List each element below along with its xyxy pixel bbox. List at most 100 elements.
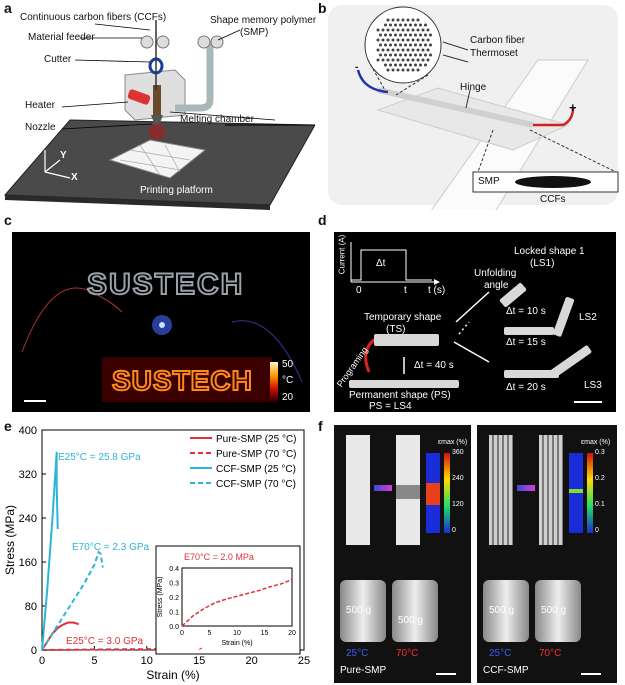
temp-pure-25: 25°C [346, 648, 369, 659]
x-tick-label: 10 [141, 655, 153, 667]
fiber-dot [411, 58, 415, 62]
wire-blue [231, 320, 303, 383]
fiber-dot [409, 53, 412, 57]
arrow-to-ls3 [453, 341, 490, 363]
label-permanent: Permanent shape (PS) [349, 390, 451, 401]
nozzle [151, 115, 163, 128]
fiber-dot [396, 38, 400, 42]
fiber-dot [411, 48, 415, 52]
fiber-dot [404, 63, 407, 67]
panel-a-printer-schematic [3, 20, 315, 210]
fiber-dot [376, 58, 380, 62]
label-hinge: Hinge [460, 82, 487, 93]
weight-right-2 [535, 580, 581, 642]
fiber-dot [409, 33, 412, 37]
fiber-dot [391, 38, 395, 42]
fiber-dot [389, 43, 392, 47]
fiber-dot [416, 28, 420, 32]
temp-pure-70: 70°C [396, 648, 419, 659]
x-tick-label: 0 [39, 655, 45, 667]
series-line-2 [41, 451, 59, 651]
weight-right-1 [483, 580, 529, 642]
label-nozzle: Nozzle [25, 122, 56, 133]
weight-left-1 [340, 580, 386, 642]
fiber-dot [401, 68, 405, 72]
inset-x-tick-label: 10 [233, 630, 241, 637]
axis-x: X [71, 172, 78, 183]
fiber-dot [421, 28, 425, 32]
colorbar-pure-t3: 0 [452, 527, 456, 534]
strain-map-pure-hot [426, 483, 440, 505]
fiber-dot [391, 58, 395, 62]
feeder-roller-right [156, 35, 170, 49]
fiber-dot [391, 48, 395, 52]
fiber-dot [399, 33, 402, 37]
scale-bar-f-right [581, 673, 601, 675]
scale-bar [24, 400, 46, 402]
label-heater: Heater [25, 100, 56, 111]
label-angle: angle [484, 280, 509, 291]
fiber-dot [406, 58, 410, 62]
panel-f-photo-left: εmax (%) 360 240 120 0 500 g 500 g 25°C … [334, 425, 471, 683]
fiber-dot [406, 18, 410, 22]
pulse-delta-t: Δt [376, 258, 386, 269]
label-pure-smp: Pure-SMP [340, 665, 387, 676]
fiber-dot [411, 18, 415, 22]
fiber-dot [384, 53, 387, 57]
fiber-dot [404, 43, 407, 47]
fiber-dot [376, 28, 380, 32]
panel-letter-b: b [318, 0, 327, 16]
fiber-dot [384, 33, 387, 37]
weight-label-left-1: 500 g [346, 605, 372, 616]
specimen-pure-25 [346, 435, 370, 545]
colorbar-ccf-t2: 0.1 [595, 501, 605, 508]
fiber-dot [404, 53, 407, 57]
fiber-dot [419, 23, 422, 27]
y-axis-label: Stress (MPa) [3, 505, 17, 575]
specimen-ccf-70 [539, 435, 563, 545]
fiber-dot [379, 53, 382, 57]
panel-b-hinge-schematic [328, 5, 619, 210]
specimen-ls2-base [504, 327, 554, 335]
specimen-ls3 [550, 345, 592, 378]
label-ts: (TS) [386, 324, 406, 335]
hinge-strip [377, 87, 534, 128]
fiber-dot [414, 43, 417, 47]
label-temporary: Temporary shape [364, 312, 442, 323]
inset-y-label: Stress (MPa) [157, 577, 164, 618]
fiber-dot [386, 48, 390, 52]
fiber-dot [394, 63, 397, 67]
fiber-dot [416, 68, 420, 72]
weight-label-right-1: 500 g [489, 605, 515, 616]
label-ls3: LS3 [584, 380, 602, 391]
fiber-dot [389, 33, 392, 37]
inset-x-tick-label: 5 [208, 630, 212, 637]
colorbar-max: 50 [282, 359, 294, 370]
panel-d-photo: Current (A) Δt 0 t t (s) Locked shape 1 … [334, 232, 616, 412]
fiber-dot [426, 58, 430, 62]
legend-label-1: Pure-SMP (70 °C) [216, 449, 297, 460]
sustech-word-gray: SUSTECH [87, 268, 244, 301]
annotation-e-ccf25: E25°C = 25.8 GPa [58, 452, 141, 463]
led [159, 322, 165, 328]
fiber-dot [399, 53, 402, 57]
fiber-dot [429, 33, 432, 37]
fiber-dot [391, 68, 395, 72]
x-tick-label: 25 [298, 655, 310, 667]
arrow-ccf [517, 485, 535, 491]
fiber-dot [424, 53, 427, 57]
fiber-dot [406, 48, 410, 52]
panel-f-photo-right: εmax (%) 0.3 0.2 0.1 0 500 g 500 g 25°C … [477, 425, 617, 683]
legend-label-0: Pure-SMP (25 °C) [216, 434, 297, 445]
colorbar-ccf-t3: 0 [595, 527, 599, 534]
arrow-pure [374, 485, 392, 491]
panel-c-drawing: SUSTECH SUSTECH [21, 267, 303, 402]
panel-letter-c: c [4, 212, 12, 228]
fiber-dot [404, 33, 407, 37]
fiber-dot [406, 68, 410, 72]
specimen-ls3-base [504, 370, 559, 378]
fiber-dot [386, 58, 390, 62]
wire-red [21, 287, 123, 353]
inset-x-label: Strain (%) [221, 640, 252, 647]
pulse-zero: 0 [356, 285, 362, 296]
